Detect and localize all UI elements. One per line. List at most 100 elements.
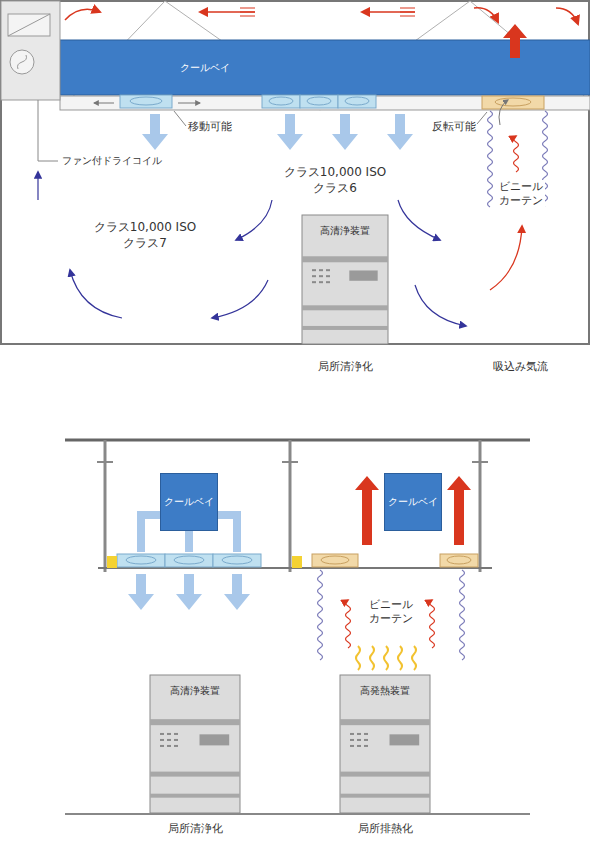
class-label: クラス10,000 ISOクラス7 <box>90 220 200 251</box>
hanger <box>104 440 107 572</box>
clean-device: 高清浄装置 <box>302 215 388 344</box>
heat-wave <box>412 646 416 670</box>
move-arrow <box>94 103 114 104</box>
diffuser-ring <box>174 556 204 564</box>
device-button <box>312 269 316 271</box>
device-button <box>174 739 178 741</box>
device-stripe <box>340 772 430 777</box>
reversed-diffuser <box>440 554 478 567</box>
device-body <box>302 215 388 344</box>
circulation-arrow <box>212 280 268 318</box>
node-text: 高発熱装置 <box>360 685 410 696</box>
device-button <box>167 739 171 741</box>
circulation-arrows <box>38 172 466 326</box>
device-stripe <box>302 256 388 262</box>
heat-flow-arrow <box>430 600 435 648</box>
airflow-lines <box>240 8 255 16</box>
class-label: クラス10,000 ISOクラス6 <box>280 165 390 196</box>
device-button <box>350 739 354 741</box>
supply-arrow <box>224 574 250 610</box>
airflow-arrow <box>556 8 578 24</box>
device-button <box>326 275 330 277</box>
curtain-label: ビニールカーテン <box>367 598 415 627</box>
device-button <box>160 733 164 735</box>
device-button <box>160 745 164 747</box>
suction-arrow <box>490 226 522 290</box>
cool-bay: クールベイ <box>384 473 442 531</box>
leader-line <box>38 100 58 161</box>
diffuser <box>165 554 213 567</box>
supply-arrow <box>332 114 358 150</box>
heat-wave <box>384 646 388 670</box>
fixing-clip <box>107 556 117 568</box>
curtain-label: ビニールカーテン <box>497 180 545 209</box>
diffuser-group <box>117 554 478 567</box>
device-stripe <box>150 794 240 798</box>
hanger-brackets <box>97 461 488 463</box>
device-stripe <box>302 326 388 330</box>
device-stripe <box>150 719 240 725</box>
vinyl-curtain <box>318 570 323 660</box>
hanger <box>479 440 482 572</box>
diffuser-ring <box>222 556 252 564</box>
ceiling-panel <box>60 96 590 110</box>
device-display <box>200 734 230 745</box>
device-button <box>326 281 330 283</box>
device-button <box>160 739 164 741</box>
exhaust-arrow <box>503 24 527 58</box>
note-label: 反転可能 <box>432 120 476 134</box>
heat-flow-arrow <box>346 600 351 648</box>
duct <box>185 531 193 552</box>
supply-arrow <box>142 114 168 150</box>
node-text: 高清浄装置 <box>320 225 370 236</box>
diffuser <box>338 95 376 108</box>
reverse-arrow <box>499 100 508 125</box>
caption-label: 局所清浄化 <box>295 360 395 374</box>
diffuser-ring <box>130 97 162 105</box>
heat-wave <box>356 646 360 670</box>
clean-device: 高清浄装置 <box>150 675 240 813</box>
device-button <box>319 275 323 277</box>
unit-label: ファン付ドライコイル <box>62 154 162 167</box>
node-text: クールベイ <box>388 495 438 509</box>
device-button <box>364 739 368 741</box>
diffuser-ring <box>269 97 293 105</box>
move-arrow <box>178 103 200 104</box>
heat-wave <box>398 646 402 670</box>
device-button <box>357 739 361 741</box>
device-button <box>319 269 323 271</box>
diffuser <box>213 554 261 567</box>
bracket <box>97 461 113 463</box>
supply-arrow <box>387 114 413 150</box>
diffuser-ring <box>307 97 331 105</box>
device-button <box>364 745 368 747</box>
coil-panel <box>8 14 50 36</box>
room-outline <box>1 1 589 344</box>
heat-waves <box>356 646 416 670</box>
airflow-arrow <box>474 8 498 22</box>
device-button <box>364 733 368 735</box>
heat-flow-arrow <box>514 136 519 172</box>
caption-label: 吸込み気流 <box>470 360 570 374</box>
cool-bay: クールベイ <box>160 473 218 531</box>
heat-device: 高発熱装置 <box>340 675 430 813</box>
fan-symbol <box>10 50 34 74</box>
device-button <box>312 281 316 283</box>
device-stripe <box>340 719 430 725</box>
supply-arrow <box>128 574 154 610</box>
supply-arrow <box>277 114 303 150</box>
diffuser-ring <box>495 98 531 106</box>
duct <box>141 515 160 552</box>
diffuser <box>262 95 300 108</box>
airflow-arrow <box>65 9 100 20</box>
node-text: クールベイ <box>164 495 214 509</box>
supply-arrows <box>128 574 250 610</box>
device-button <box>326 269 330 271</box>
exhaust-arrow <box>355 476 379 545</box>
fan-blade <box>18 55 27 69</box>
ceiling-slab <box>65 439 530 442</box>
device-button <box>167 733 171 735</box>
truss-line <box>60 1 589 110</box>
